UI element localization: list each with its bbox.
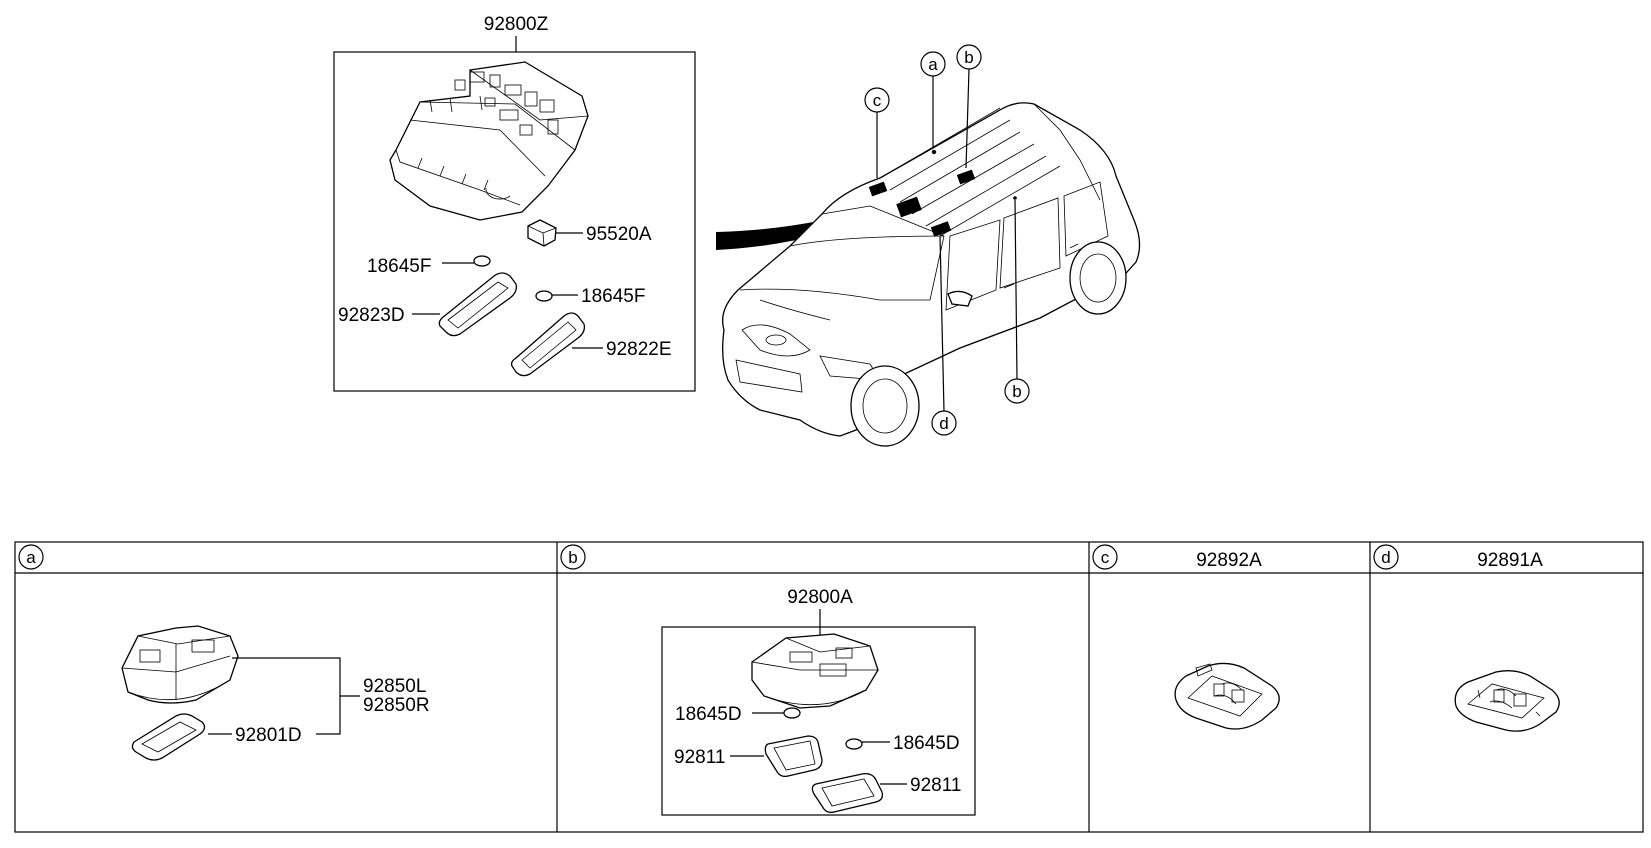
map-lamp-drawing: [121, 625, 239, 704]
svg-text:b: b: [1012, 382, 1021, 401]
section-b: b 92800A 18645D 18645D 92811: [560, 544, 976, 816]
part-label-92891a: 92891A: [1477, 550, 1543, 571]
callout-c: c: [864, 87, 890, 178]
svg-text:c: c: [873, 91, 882, 110]
part-label-18645d-left: 18645D: [675, 704, 742, 725]
part-label-92892a: 92892A: [1196, 550, 1262, 571]
part-label-18645f-right: 18645F: [581, 286, 645, 307]
lens-92811-left: 92811: [674, 735, 823, 778]
bulb-18645d-left: 18645D: [675, 704, 801, 725]
overhead-console-drawing: [389, 61, 589, 221]
callout-d: d: [931, 235, 957, 436]
part-label-18645f-left: 18645F: [367, 256, 431, 277]
front-wheel: [850, 365, 920, 447]
part-label-92811-right: 92811: [910, 775, 961, 796]
part-label-92823d: 92823D: [338, 305, 405, 326]
callout-b-top: b: [956, 44, 982, 169]
assembly-box: [333, 51, 696, 392]
section-a: a 92850L 92850R 92801D: [18, 544, 430, 761]
switch-95520a: 95520A: [527, 219, 652, 247]
vehicle-callouts: a b c b d: [864, 44, 1030, 436]
rear-wheel: [1069, 241, 1127, 315]
part-label-18645d-right: 18645D: [893, 733, 960, 754]
lamp-92891a-drawing: [1454, 670, 1560, 732]
bulb-18645d-right: 18645D: [845, 733, 960, 754]
section-c-letter: c: [1101, 548, 1110, 567]
callout-b-bottom: b: [1004, 199, 1030, 404]
lens-92823d: 92823D: [338, 272, 518, 337]
assembly-box-92800a: [661, 626, 976, 816]
part-label-92850r: 92850R: [363, 695, 430, 716]
part-label-95520a: 95520A: [586, 224, 652, 245]
lens-92811-right: 92811: [811, 772, 961, 814]
part-label-92850l: 92850L: [363, 676, 426, 697]
section-d: d 92891A: [1373, 544, 1560, 732]
svg-text:d: d: [939, 414, 948, 433]
section-b-letter: b: [568, 548, 577, 567]
room-lamp-drawing: [751, 633, 879, 709]
lens-92801d: [131, 713, 206, 761]
svg-text:a: a: [928, 55, 938, 74]
lens-92822e: 92822E: [510, 312, 672, 377]
part-label-92822e: 92822E: [606, 339, 672, 360]
bulb-18645f-right: 18645F: [535, 286, 645, 307]
vehicle-drawing: [716, 102, 1141, 447]
bulb-18645f-left: 18645F: [367, 255, 491, 277]
lamp-92892a-drawing: [1174, 662, 1280, 730]
section-d-letter: d: [1381, 548, 1390, 567]
assembly-92800z: 92800Z 95520A: [333, 14, 696, 392]
section-c: c 92892A: [1092, 544, 1280, 730]
part-label-92801d: 92801D: [235, 725, 302, 746]
part-label-92811-left: 92811: [674, 747, 725, 768]
part-label-92800z: 92800Z: [484, 14, 549, 35]
svg-text:b: b: [964, 48, 973, 67]
sections-table: [14, 541, 1644, 833]
part-label-92800a: 92800A: [787, 587, 853, 608]
section-a-letter: a: [26, 548, 36, 567]
callout-a: a: [920, 51, 946, 148]
